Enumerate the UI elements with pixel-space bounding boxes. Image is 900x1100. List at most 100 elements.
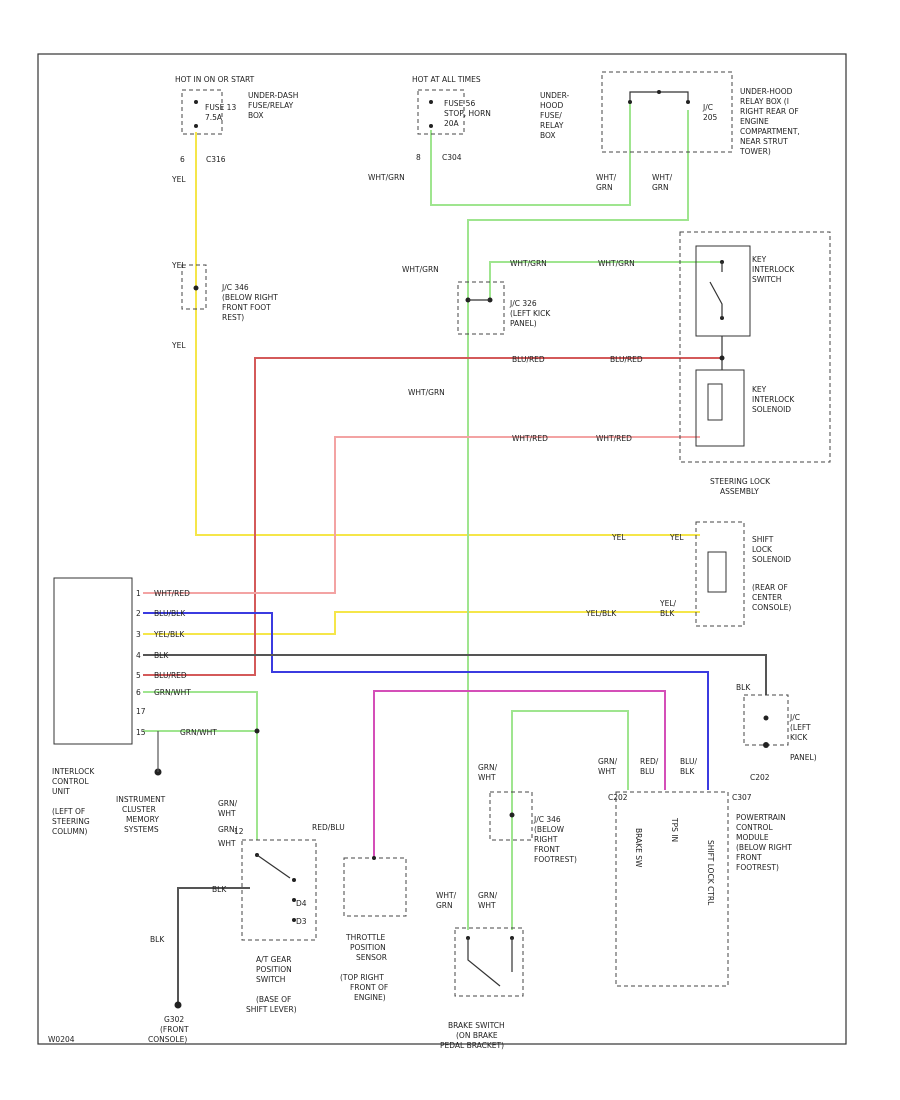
jc326-box <box>457 281 505 335</box>
steering-lock-box <box>679 231 831 463</box>
unit-wire-grn-wht2: GRN/WHT <box>180 728 217 737</box>
jc205-desc-3: RIGHT REAR OF <box>740 107 799 116</box>
label-grn-wht-pcm-b: WHT <box>598 767 616 776</box>
jc346a-desc-1: J/C 346 <box>221 283 249 292</box>
shift-lock-desc-4: (REAR OF <box>752 583 788 592</box>
jc205-num: 205 <box>703 113 718 122</box>
gear-contact-d4: D4 <box>296 899 307 908</box>
jc-leftkick2-desc-4: PANEL) <box>790 753 817 762</box>
pcm-desc-3: MODULE <box>736 833 769 842</box>
footer-code: W0204 <box>48 1035 75 1044</box>
shift-lock-desc-3: SOLENOID <box>752 555 791 564</box>
key-switch-box <box>695 245 751 337</box>
label-pin-12: 12 <box>234 827 244 836</box>
fuse56-desc-1: UNDER- <box>540 91 570 100</box>
unit-pin-6: 6 <box>136 688 141 697</box>
brake-desc-3: PEDAL BRACKET) <box>440 1041 504 1050</box>
label-yel-mid-b: YEL <box>171 341 186 350</box>
key-solenoid-desc-3: SOLENOID <box>752 405 791 414</box>
label-c202: C202 <box>750 773 770 782</box>
gear-desc-5: SHIFT LEVER) <box>246 1005 297 1014</box>
unit-desc-3: UNIT <box>52 787 70 796</box>
fuse13-label-1: FUSE 13 <box>205 103 236 112</box>
label-wht-205c: WHT/ <box>652 173 673 182</box>
label-grn-wht-e: GRN/ <box>478 763 498 772</box>
jc326-desc-3: PANEL) <box>510 319 537 328</box>
label-blu-pcm-a: BLU/ <box>680 757 697 766</box>
cluster-desc-4: SYSTEMS <box>124 825 159 834</box>
jc-leftkick2-desc-1: J/C <box>789 713 800 722</box>
label-grn-wht-d: WHT <box>218 839 236 848</box>
fuse13-desc-3: BOX <box>248 111 264 120</box>
label-yel-top: YEL <box>171 175 186 184</box>
label-wht-grn-c: WHT/GRN <box>510 259 547 268</box>
unit-pin-4: 4 <box>136 651 141 660</box>
steering-lock-desc-2: ASSEMBLY <box>720 487 759 496</box>
label-blu-pcm-b: BLK <box>680 767 695 776</box>
jc346a-desc-2: (BELOW RIGHT <box>222 293 278 302</box>
g302-desc-1: G302 <box>164 1015 184 1024</box>
label-grn-wht-a: GRN/ <box>218 799 238 808</box>
label-wht-red-a: WHT/RED <box>512 434 548 443</box>
jc205-box <box>601 71 733 153</box>
label-blk-g302: BLK <box>150 935 165 944</box>
shift-lock-box <box>695 521 745 627</box>
tps-desc-4: (TOP RIGHT <box>340 973 384 982</box>
pcm-box <box>615 791 729 987</box>
pcm-inside-tps: TPS IN <box>670 817 679 842</box>
unit-desc-1: INTERLOCK <box>52 767 95 776</box>
jc205-desc-6: NEAR STRUT <box>740 137 788 146</box>
fuse56-box <box>417 89 465 135</box>
label-yel-a: YEL <box>611 533 626 542</box>
label-pin-blk: BLK <box>212 885 227 894</box>
unit-wire-wht-red: WHT/RED <box>154 589 190 598</box>
fuse56-label-1: FUSE 56 <box>444 99 475 108</box>
pcm-desc-4: (BELOW RIGHT <box>736 843 792 852</box>
label-blk-right: BLK <box>736 683 751 692</box>
jc346a-desc-3: FRONT FOOT <box>222 303 271 312</box>
label-yel-blk-a: YEL/BLK <box>585 609 617 618</box>
label-wht-grn-b: WHT/GRN <box>402 265 439 274</box>
wire-blu-blk <box>143 612 709 790</box>
tps-desc-1: THROTTLE <box>345 933 386 942</box>
unit-desc-6: COLUMN) <box>52 827 88 836</box>
shift-lock-desc-5: CENTER <box>752 593 782 602</box>
fuse13-label-2: 7.5A <box>205 113 223 122</box>
jc205-desc-7: TOWER) <box>739 147 771 156</box>
fuse56-conn: C304 <box>442 153 462 162</box>
label-whtgrn-brake-a: WHT/ <box>436 891 457 900</box>
fuse56-desc-3: FUSE/ <box>540 111 562 120</box>
unit-desc-5: STEERING <box>52 817 90 826</box>
key-solenoid-coil <box>707 383 723 421</box>
label-wht-grn-e: WHT/GRN <box>408 388 445 397</box>
tps-desc-3: SENSOR <box>356 953 387 962</box>
diagram-frame <box>37 53 847 1045</box>
gear-desc-3: SWITCH <box>256 975 285 984</box>
cluster-desc-1: INSTRUMENT <box>116 795 166 804</box>
pcm-desc-5: FRONT <box>736 853 762 862</box>
jc346b-desc-5: FOOTREST) <box>534 855 577 864</box>
label-grn-wht-pcm-a: GRN/ <box>598 757 618 766</box>
jc326-desc-2: (LEFT KICK <box>510 309 551 318</box>
pcm-conn-c202: C202 <box>608 793 628 802</box>
fuse56-pin: 8 <box>416 153 421 162</box>
jc-leftkick2-desc-3: KICK <box>790 733 808 742</box>
wire-blk-g302 <box>177 887 250 1005</box>
fuse13-pin: 6 <box>180 155 185 164</box>
gear-desc-1: A/T GEAR <box>256 955 292 964</box>
wire-blk <box>143 654 767 695</box>
fuse56-label-3: 20A <box>444 119 460 128</box>
fuse13-desc-1: UNDER-DASH <box>248 91 298 100</box>
wire-grn-wht-unit <box>143 691 258 840</box>
shift-lock-desc-1: SHIFT <box>752 535 774 544</box>
fuse13-header: HOT IN ON OR START <box>175 75 255 84</box>
interlock-unit-box <box>53 577 133 745</box>
label-whtgrn-brake-b: GRN <box>436 901 453 910</box>
unit-pin-7: 17 <box>136 707 146 716</box>
jc326-desc-1: J/C 326 <box>509 299 537 308</box>
jc346a-box <box>181 264 207 310</box>
jc346b-desc-2: (BELOW <box>534 825 565 834</box>
wire-wht-grn-keyswitch <box>489 261 722 300</box>
shift-lock-desc-2: LOCK <box>752 545 773 554</box>
unit-wire-grn-wht: GRN/WHT <box>154 688 191 697</box>
